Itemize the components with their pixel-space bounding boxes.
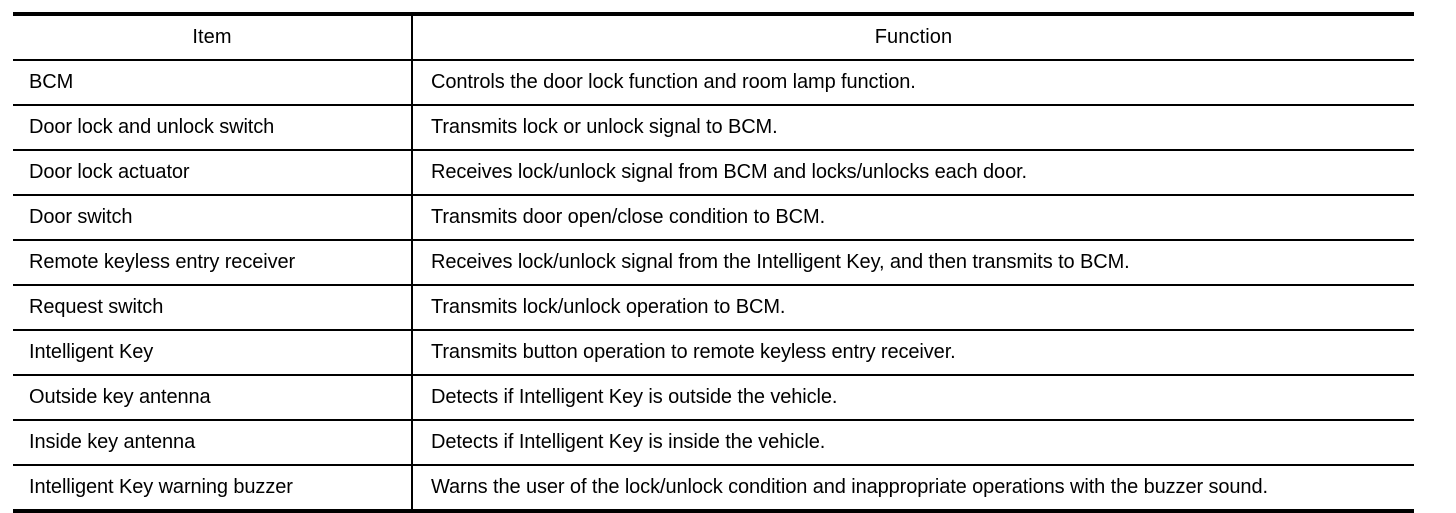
- cell-item: BCM: [13, 60, 412, 106]
- cell-function: Transmits lock/unlock operation to BCM.: [411, 285, 1414, 331]
- cell-item: Door lock and unlock switch: [13, 105, 412, 151]
- table-header: Item Function: [13, 12, 1414, 61]
- cell-function: Receives lock/unlock signal from the Int…: [411, 240, 1414, 286]
- cell-item: Intelligent Key: [13, 330, 412, 376]
- cell-item: Remote keyless entry receiver: [13, 240, 412, 286]
- cell-item: Door lock actuator: [13, 150, 412, 196]
- column-header-item: Item: [13, 12, 412, 61]
- cell-item: Intelligent Key warning buzzer: [13, 465, 412, 513]
- cell-item: Request switch: [13, 285, 412, 331]
- table-header-row: Item Function: [13, 12, 1414, 61]
- cell-function: Transmits lock or unlock signal to BCM.: [411, 105, 1414, 151]
- cell-item: Outside key antenna: [13, 375, 412, 421]
- cell-function: Detects if Intelligent Key is outside th…: [411, 375, 1414, 421]
- column-header-function: Function: [411, 12, 1414, 61]
- cell-item: Inside key antenna: [13, 420, 412, 466]
- cell-function: Receives lock/unlock signal from BCM and…: [411, 150, 1414, 196]
- cell-function: Transmits button operation to remote key…: [411, 330, 1414, 376]
- cell-function: Warns the user of the lock/unlock condit…: [411, 465, 1414, 513]
- cell-item: Door switch: [13, 195, 412, 241]
- cell-function: Controls the door lock function and room…: [411, 60, 1414, 106]
- cell-function: Transmits door open/close condition to B…: [411, 195, 1414, 241]
- cell-function: Detects if Intelligent Key is inside the…: [411, 420, 1414, 466]
